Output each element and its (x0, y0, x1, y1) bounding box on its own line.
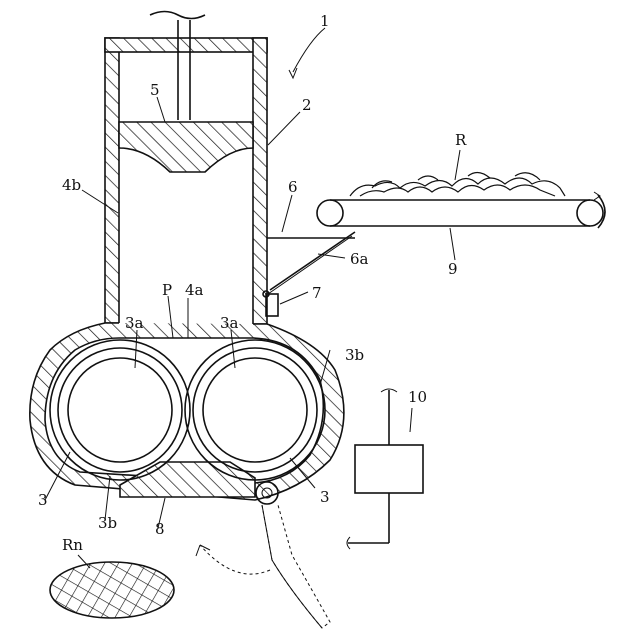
push-rod (150, 12, 205, 121)
label-3b-left: 3b (98, 514, 117, 532)
label-5: 5 (150, 81, 160, 99)
chute (267, 232, 355, 294)
label-P: P (162, 281, 172, 299)
label-R: R (455, 131, 467, 149)
label-3a-left: 3a (125, 314, 144, 332)
product (50, 562, 174, 618)
label-9: 9 (448, 260, 458, 278)
noodles (350, 172, 565, 196)
piston (119, 122, 253, 172)
label-3b-right: 3b (345, 346, 364, 364)
label-4a: 4a (185, 281, 204, 299)
label-3-right: 3 (320, 488, 330, 506)
label-8: 8 (155, 520, 165, 538)
label-6a: 6a (350, 250, 369, 268)
conveyor (317, 192, 605, 228)
label-3-left: 3 (38, 491, 48, 509)
label-10: 10 (408, 388, 427, 406)
label-1: 1 (320, 12, 330, 30)
label-2: 2 (302, 96, 312, 114)
label-Rn: Rn (62, 536, 83, 554)
label-6: 6 (288, 178, 298, 196)
sensor (263, 291, 278, 316)
outlet-flap (196, 505, 330, 628)
label-7: 7 (312, 284, 322, 302)
label-3a-right: 3a (220, 314, 239, 332)
label-4b: 4b (62, 176, 81, 194)
